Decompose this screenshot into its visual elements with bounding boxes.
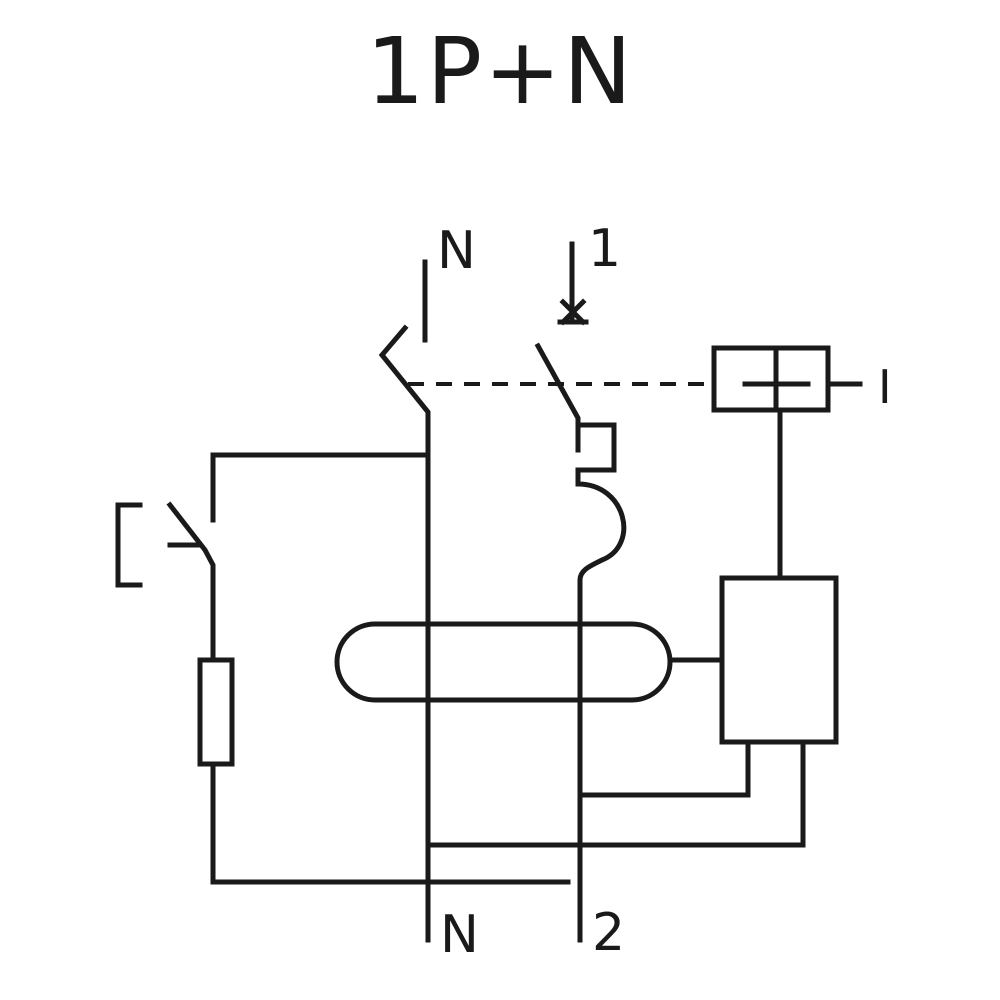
trip-indicator: [711, 345, 863, 413]
line-pole: [534, 241, 627, 943]
indicator-box: [711, 345, 831, 413]
diagram-title: 1P+N: [366, 18, 634, 125]
test-wire-top: [210, 452, 431, 523]
label-line-bottom: 2: [592, 903, 625, 963]
test-button-contact: [166, 501, 216, 663]
label-neutral-top: N: [437, 221, 476, 281]
test-circuit: [115, 452, 571, 885]
test-wire-bottom: [210, 761, 571, 885]
neutral-pole: [378, 259, 431, 943]
relay-box: [719, 575, 839, 745]
label-neutral-bottom: N: [440, 905, 479, 965]
line-switch-blade: [534, 342, 581, 453]
relay-supply-line: [577, 739, 751, 798]
label-line-top: 1: [588, 219, 621, 279]
relay-supply-neutral: [425, 739, 806, 848]
test-button-icon: [115, 502, 143, 588]
neutral-switch-conductor: [378, 324, 431, 943]
trip-cross-2: [559, 298, 587, 326]
core-balance-transformer: [334, 621, 673, 703]
test-resistor: [197, 657, 235, 767]
thermal-magnetic-trip: [575, 422, 627, 943]
label-indicator: I: [878, 360, 892, 414]
